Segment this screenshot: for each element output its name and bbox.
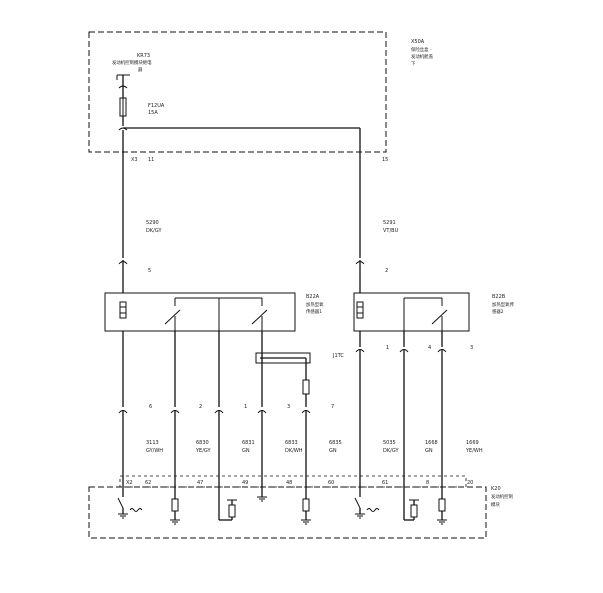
sensor-left-pin-4: 3 (287, 404, 290, 410)
ecm-desc-2: 模块 (491, 501, 500, 508)
relay-desc-1: 发动机控制模块继电 (112, 59, 152, 66)
wire-label-circuit: 6831 (242, 440, 255, 446)
sensor-right-pin-2: 4 (428, 345, 431, 351)
fuse-box-code: X50A (411, 39, 425, 45)
sensor-right-pin-3: 3 (470, 345, 473, 351)
ecm-internal-resistor-3 (301, 490, 311, 525)
relay-contact-symbol (116, 74, 130, 89)
wire-label-color: DK/GY (383, 448, 399, 454)
wire-label-color: GN (425, 448, 433, 454)
wire-left-circuit: 5290 (146, 220, 159, 226)
ecm-pin: 47 (197, 480, 203, 486)
wire-label-circuit: 1669 (466, 440, 479, 446)
splice-box (255, 352, 311, 364)
sensor-left-desc-2: 传感器1 (306, 308, 322, 315)
wire-label-circuit: 6833 (285, 440, 298, 446)
wire-label-circuit: 5035 (383, 440, 396, 446)
ecm-pin: 48 (286, 480, 292, 486)
fuse-pin-a: 11 (148, 157, 154, 163)
ecm-connector-row (119, 475, 467, 488)
sensor-left-pin-top: 5 (148, 268, 151, 274)
fuse-box-desc-2: 发动机舱盖 (411, 53, 434, 60)
sensor-left-pin-2: 2 (199, 404, 202, 410)
sensor-left-heater (119, 301, 127, 319)
ecm-outline (88, 486, 487, 539)
bottom-wire-labels: 3113 GY/WH 6830 YE/GY 6831 GN 6833 DK/WH… (146, 440, 483, 454)
wire-label-color: GY/WH (146, 448, 163, 454)
splice-code: J1TC (332, 353, 344, 359)
splice-resistor (302, 379, 310, 395)
ecm-connector-code: X2 (126, 480, 133, 486)
ecm-internal-resistor-2 (218, 490, 237, 521)
fuse-code: F12UA (148, 103, 165, 109)
ecm-internal-switch-right (354, 490, 380, 519)
ecm-internal-resistor-1 (170, 490, 180, 525)
ecm-desc-1: 发动机控制 (491, 493, 514, 500)
ecm-internal-switch-left (117, 490, 143, 519)
ecm-pin: 8 (426, 480, 429, 486)
sensor-left-pin-3: 1 (244, 404, 247, 410)
wire-label-color: YE/WH (465, 448, 483, 454)
sensor-right-desc-2: 感器2 (492, 308, 504, 315)
ecm-pin: 61 (382, 480, 388, 486)
wire-right-circuit: 5291 (383, 220, 396, 226)
wire-label-circuit: 6835 (329, 440, 342, 446)
sensor-right-internal (403, 297, 448, 331)
sensor-left-pin-connectors (118, 410, 311, 414)
wire-label-color: GN (329, 448, 337, 454)
sensor-right-pin-top: 2 (385, 268, 388, 274)
relay-code: KR73 (137, 53, 150, 59)
sensor-left-box (104, 292, 296, 332)
ecm-pin: 20 (467, 480, 473, 486)
wire-label-circuit: 3113 (146, 440, 159, 446)
fuse-box-outline (88, 31, 387, 153)
ecm-pin: 60 (328, 480, 334, 486)
fuse-connector-code: X3 (131, 157, 138, 163)
ecm-internal-resistor-4 (403, 490, 419, 521)
sensor-right-pin-connectors (355, 349, 447, 353)
ecm-pin: 49 (242, 480, 248, 486)
ecm-internal-ground-1 (257, 490, 267, 502)
sensor-right-box (353, 292, 470, 332)
wire-label-circuit: 6830 (196, 440, 209, 446)
sensor-right-code: B22B (492, 294, 506, 300)
wire-label-circuit: 1668 (425, 440, 438, 446)
ecm-code: K20 (491, 486, 501, 492)
sensor-left-internal (164, 297, 268, 331)
relay-desc-2: 器 (138, 67, 143, 73)
sensor-left-desc-1: 加热型氧 (306, 301, 324, 308)
sensor-left-pin-1: 6 (149, 404, 152, 410)
fuse-box-desc-3: 下 (411, 61, 416, 67)
wire-label-color: GN (242, 448, 250, 454)
ecm-pin: 62 (145, 480, 151, 486)
sensor-right-desc-1: 加热型氧传 (492, 301, 515, 308)
fuse-rating: 15A (148, 110, 158, 116)
sensor-right-heater (356, 301, 364, 319)
wire-label-color: YE/GY (195, 448, 212, 454)
wire-right-color: VT/BU (383, 228, 399, 234)
sensor-right-pin-1: 1 (386, 345, 389, 351)
sensor-left-pin-5: 7 (331, 404, 334, 410)
fuse-box-desc-1: 保险丝盒 - (411, 46, 432, 53)
sensor-left-code: B22A (306, 294, 320, 300)
wire-left-color: DK/GY (146, 228, 162, 234)
wire-label-color: DK/WH (285, 448, 303, 454)
ecm-internal-resistor-5 (437, 490, 447, 525)
fuse-pin-b: 15 (382, 157, 388, 163)
